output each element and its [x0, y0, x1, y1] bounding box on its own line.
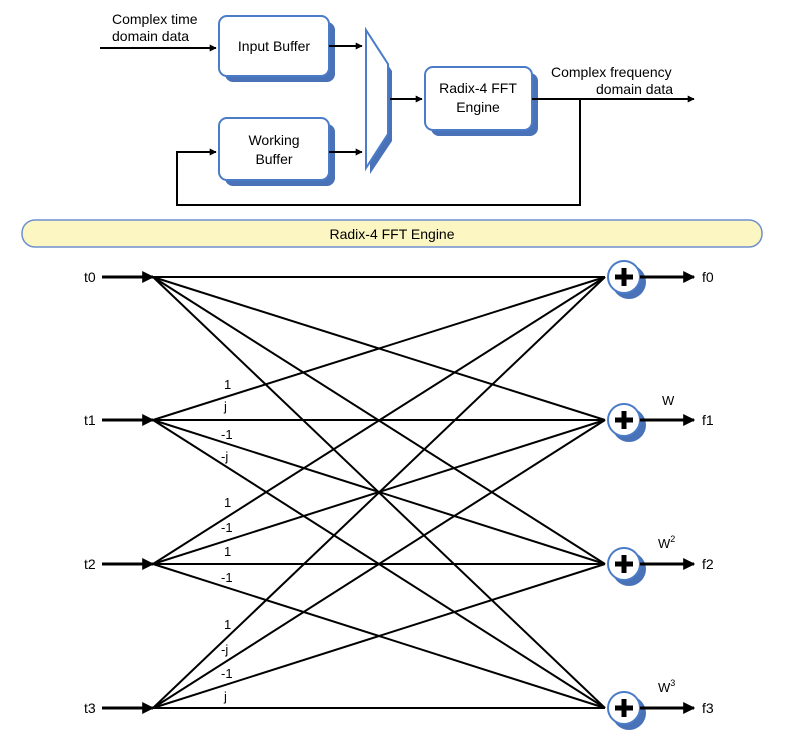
output-label-f0: f0 [702, 269, 714, 285]
working-buffer-box: Working Buffer [218, 117, 335, 186]
feedback-loop [176, 99, 581, 206]
edge-t1-f0 [152, 276, 606, 421]
butterfly-cross-lines [152, 276, 606, 709]
multiplexer [365, 26, 392, 174]
input-label-t3: t3 [84, 700, 96, 716]
coef-t1-f1: j [223, 399, 227, 414]
twiddle-base-f1: W [662, 393, 675, 408]
output-label-line1: Complex frequency [551, 64, 672, 80]
coef-t3-f3: j [223, 689, 227, 704]
coef-t1-f2: -1 [221, 427, 233, 442]
input-label-t2: t2 [84, 556, 96, 572]
twiddle-label-f1: W [662, 393, 675, 408]
coef-t1-f0: 1 [224, 377, 231, 392]
output-label-f3: f3 [702, 700, 714, 716]
input-label-line2: domain data [112, 28, 189, 44]
edge-t3-f2 [152, 563, 606, 709]
coef-t2-f0: 1 [224, 495, 231, 510]
coef-t3-f0: 1 [224, 617, 231, 632]
engine-banner: Radix-4 FFT Engine [21, 219, 763, 248]
banner-title: Radix-4 FFT Engine [329, 226, 454, 242]
twiddle-label-f2: W2 [658, 534, 675, 551]
edge-t3-f0 [152, 276, 606, 709]
edge-t2-f0 [152, 276, 606, 565]
radix4-butterfly: t0 t1 t2 t3 f0 f1 f2 f3 W W2 W3 1 j -1 -… [84, 260, 714, 730]
edge-t3-f1 [152, 419, 606, 709]
fft-engine-label-line2: Engine [456, 99, 500, 115]
coef-t2-f3: -1 [221, 570, 233, 585]
output-arrows [640, 271, 696, 714]
twiddle-exp-f3: 3 [670, 678, 675, 688]
input-label-t0: t0 [84, 269, 96, 285]
coef-t3-f1: -j [221, 642, 228, 657]
working-buffer-label-line1: Working [248, 132, 299, 148]
twiddle-exp-f2: 2 [670, 534, 675, 544]
top-block-diagram: Complex time domain data Input Buffer Wo… [100, 11, 695, 206]
input-label-line1: Complex time [112, 11, 198, 27]
mux-shape [365, 26, 389, 172]
fft-engine-label-line1: Radix-4 FFT [439, 80, 517, 96]
twiddle-base-f2: W [658, 536, 671, 551]
output-label-line2: domain data [596, 81, 673, 97]
output-label-f2: f2 [702, 556, 714, 572]
coef-t2-f1: -1 [221, 520, 233, 535]
output-label-f1: f1 [702, 412, 714, 428]
coef-t3-f2: -1 [221, 666, 233, 681]
input-label-t1: t1 [84, 412, 96, 428]
input-buffer-label: Input Buffer [238, 38, 310, 54]
adders [607, 260, 646, 730]
coef-t1-f3: -j [221, 449, 228, 464]
input-arrows [102, 271, 155, 714]
input-buffer-box: Input Buffer [218, 15, 335, 82]
fft-engine-box: Radix-4 FFT Engine [424, 66, 538, 136]
twiddle-label-f3: W3 [658, 678, 675, 695]
working-buffer-frame [218, 117, 330, 181]
working-buffer-label-line2: Buffer [255, 151, 292, 167]
banner-frame [21, 219, 763, 248]
coef-t2-f2: 1 [224, 544, 231, 559]
twiddle-base-f3: W [658, 680, 671, 695]
